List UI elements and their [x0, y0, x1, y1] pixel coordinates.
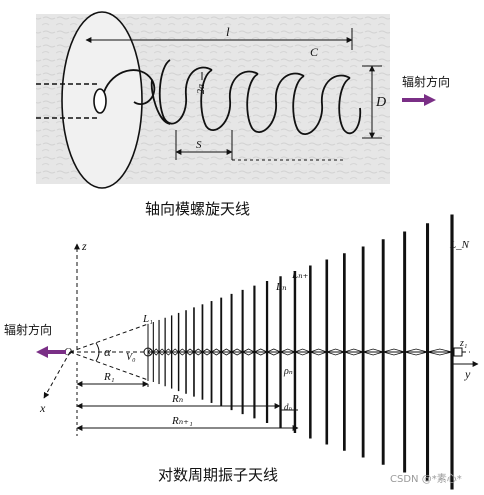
z-axis-label: z: [81, 239, 87, 253]
termination-load: [453, 347, 463, 357]
x-axis: [43, 351, 71, 399]
label-Ln1: Lₙ₊₁: [291, 269, 312, 281]
R1-label: R₁: [103, 371, 115, 383]
origin-label: O: [64, 346, 72, 358]
helix-label-S: S: [196, 139, 202, 151]
v0-label: V₀: [126, 352, 136, 363]
lpda-radiation-label: 辐射方向: [4, 322, 52, 337]
helix-panel: l D C 2a S 辐射方向 轴向模螺旋天线: [36, 11, 450, 218]
Rn-label: Rₙ: [171, 393, 183, 405]
label-Ln: Lₙ: [275, 281, 287, 293]
helix-caption: 轴向模螺旋天线: [145, 200, 250, 218]
alpha-arc: [95, 342, 100, 362]
lpda-panel: z y x O α V₀ L₁ Lₙ Lₙ₊₁ L_N z₁ ρₙ R₁ Rₙ …: [4, 214, 479, 490]
x-axis-label: x: [39, 401, 46, 415]
helix-label-l: l: [226, 24, 230, 39]
alpha-label: α: [104, 344, 112, 359]
helix-label-D: D: [375, 95, 386, 110]
feed-connector: [93, 88, 107, 114]
label-z1: z₁: [459, 338, 467, 349]
dipole-array: [147, 214, 463, 490]
label-rho-n: ρₙ: [283, 366, 293, 377]
helix-radiation-label: 辐射方向: [402, 74, 450, 89]
helix-radiation-arrow-head: [424, 94, 436, 106]
Rn1-label: Rₙ₊₁: [171, 415, 193, 427]
watermark: CSDN @*素心*: [390, 472, 462, 485]
dn-label: dₙ: [284, 402, 293, 412]
y-axis-label: y: [464, 367, 471, 381]
helix-coil: [103, 59, 362, 135]
lpda-caption: 对数周期振子天线: [158, 466, 278, 484]
label-LN: L_N: [449, 239, 470, 251]
helix-label-C: C: [310, 45, 319, 59]
label-L1: L₁: [142, 313, 153, 325]
lpda-radiation-arrow-head: [36, 346, 48, 358]
helix-label-2a: 2a: [196, 84, 207, 94]
